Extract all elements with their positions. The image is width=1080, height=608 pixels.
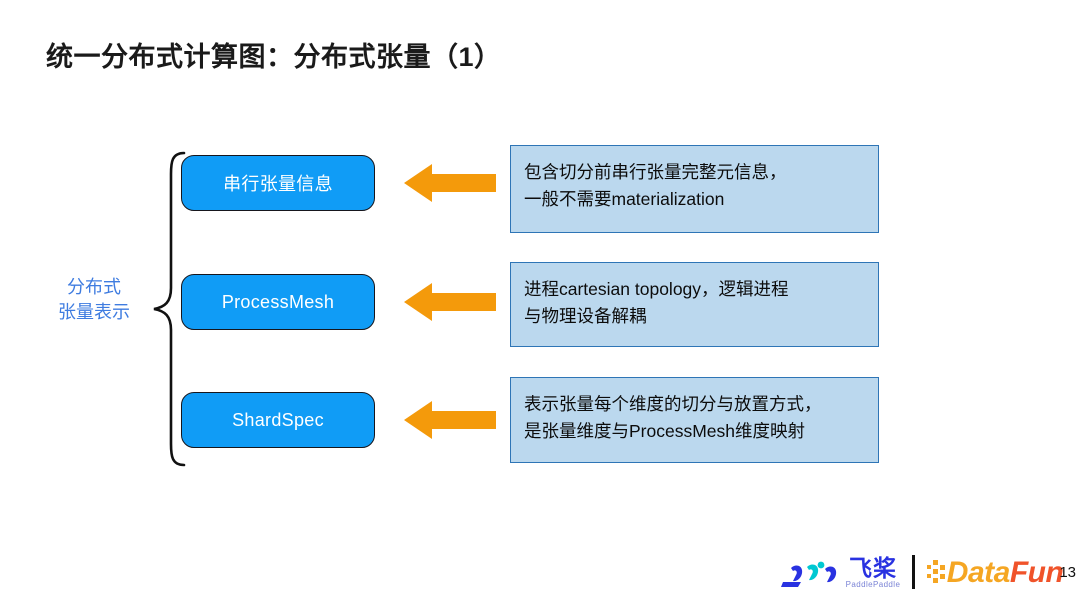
datafun-dots-icon <box>926 560 945 583</box>
paddlepaddle-cn-text: 飞桨 <box>848 555 897 581</box>
arrow-left-icon <box>404 164 496 202</box>
diagram-row: ShardSpec 表示张量每个维度的切分与放置方式， 是张量维度与Proces… <box>0 377 1080 463</box>
description-panel: 进程cartesian topology，逻辑进程 与物理设备解耦 <box>510 262 879 347</box>
group-label-line-1: 分布式 <box>67 277 121 297</box>
concept-box-label: ShardSpec <box>232 409 324 430</box>
description-panel: 表示张量每个维度的切分与放置方式， 是张量维度与ProcessMesh维度映射 <box>510 377 879 463</box>
description-line-2: 是张量维度与ProcessMesh维度映射 <box>524 421 806 441</box>
concept-box-shardspec[interactable]: ShardSpec <box>181 392 375 448</box>
logo-divider <box>912 555 915 589</box>
page-number: 13 <box>1059 564 1076 581</box>
concept-box-processmesh[interactable]: ProcessMesh <box>181 274 375 330</box>
arrow-left-icon <box>404 401 496 439</box>
paddlepaddle-logo: 飞桨 PaddlePaddle <box>780 556 901 590</box>
group-label-line-2: 张量表示 <box>58 302 130 322</box>
concept-box-label: ProcessMesh <box>221 291 335 312</box>
description-line-1: 包含切分前串行张量完整元信息， <box>524 162 787 182</box>
concept-box-label: 串行张量信息 <box>223 174 333 194</box>
group-label: 分布式 张量表示 <box>42 275 146 325</box>
description-line-2: 一般不需要materialization <box>524 189 725 209</box>
diagram-row: 串行张量信息 包含切分前串行张量完整元信息， 一般不需要materializat… <box>0 145 1080 233</box>
curly-brace-icon <box>153 151 186 467</box>
diagram-row: ProcessMesh 进程cartesian topology，逻辑进程 与物… <box>0 262 1080 347</box>
footer: 飞桨 PaddlePaddle DataFun 13 <box>780 544 1076 602</box>
description-line-1: 进程cartesian topology，逻辑进程 <box>524 279 789 299</box>
concept-box-serial-tensor-info[interactable]: 串行张量信息 <box>181 155 375 211</box>
paddlepaddle-en-text: PaddlePaddle <box>845 580 901 589</box>
description-line-1: 表示张量每个维度的切分与放置方式， <box>524 394 822 414</box>
datafun-logo: DataFun <box>926 558 1064 588</box>
datafun-wordmark: DataFun <box>947 558 1064 588</box>
datafun-text-fun: Fun <box>1009 556 1064 589</box>
page-title: 统一分布式计算图：分布式张量（1） <box>46 42 502 72</box>
datafun-text-data: Data <box>946 556 1011 589</box>
description-panel: 包含切分前串行张量完整元信息， 一般不需要materialization <box>510 145 879 233</box>
paddlepaddle-mark-icon <box>780 561 836 587</box>
arrow-left-icon <box>404 283 496 321</box>
paddlepaddle-wordmark: 飞桨 PaddlePaddle <box>846 556 901 590</box>
description-line-2: 与物理设备解耦 <box>524 306 647 326</box>
